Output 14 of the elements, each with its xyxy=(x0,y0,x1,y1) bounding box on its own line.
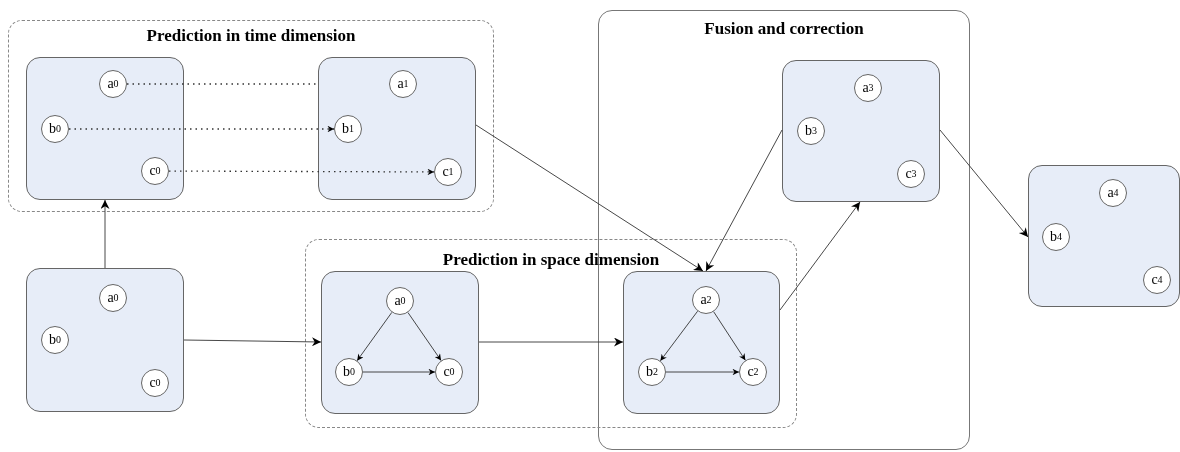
arrow xyxy=(168,168,435,176)
state-panel xyxy=(782,60,940,202)
arrow xyxy=(68,125,335,133)
state-panel xyxy=(26,268,184,412)
group-title: Prediction in space dimension xyxy=(442,250,660,270)
state-panel xyxy=(1028,165,1180,307)
state-panel xyxy=(321,271,479,414)
state-panel xyxy=(318,57,476,200)
state-panel xyxy=(623,271,780,414)
group-frame xyxy=(8,20,494,212)
connector-line xyxy=(126,83,319,85)
group-title: Prediction in time dimension xyxy=(146,26,356,46)
state-panel xyxy=(26,57,184,200)
group-title: Fusion and correction xyxy=(704,19,864,39)
